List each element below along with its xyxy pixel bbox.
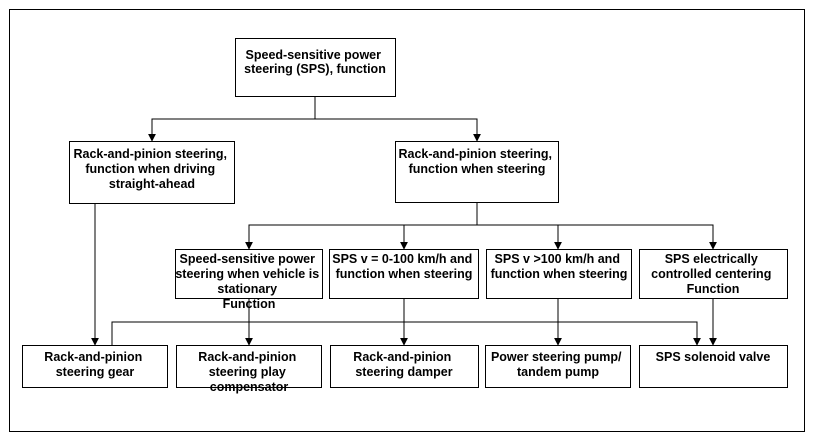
svg-text:Speed-sensitive power st: Speed-sensitive power steering when vehi… bbox=[175, 252, 322, 311]
node-line: steering damper bbox=[355, 365, 452, 379]
node-play-compensator: Rack-and-pinion steering play compensato… bbox=[176, 345, 322, 394]
node-line: SPS electrically bbox=[665, 252, 758, 266]
connectors bbox=[91, 96, 717, 346]
node-high-speed: SPS v >100 km/h and function when steeri… bbox=[486, 249, 632, 299]
node-line: function when driving bbox=[85, 162, 215, 176]
svg-text:SPS electrically control: SPS electrically controlled centering Fu… bbox=[651, 252, 775, 296]
node-line: function when steering bbox=[336, 267, 473, 281]
node-line: steering gear bbox=[56, 365, 135, 379]
node-when-steering: Rack-and-pinion steering, function when … bbox=[395, 141, 559, 203]
node-low-speed: SPS v = 0-100 km/h and function when ste… bbox=[329, 249, 479, 299]
edge-steering-to-stationary bbox=[245, 202, 478, 250]
svg-text:Speed-sensitive power st: Speed-sensitive power steering (SPS), fu… bbox=[244, 48, 386, 76]
node-line: Function bbox=[687, 282, 740, 296]
edge-bus-to-gear bbox=[111, 321, 701, 346]
node-line: Rack-and-pinion steering, bbox=[74, 147, 228, 161]
outer-frame bbox=[9, 9, 805, 432]
node-line: Rack-and-pinion steering, bbox=[399, 147, 553, 161]
node-line: stationary bbox=[217, 282, 277, 296]
node-line: function when steering bbox=[491, 267, 628, 281]
node-line: compensator bbox=[210, 380, 289, 394]
node-line: steering when vehicle is bbox=[175, 267, 319, 281]
node-line: Rack-and-pinion bbox=[353, 350, 451, 364]
edge-steering-to-centering bbox=[477, 224, 717, 250]
node-solenoid-valve: SPS solenoid valve bbox=[639, 345, 788, 388]
node-line: SPS v >100 km/h and bbox=[495, 252, 620, 266]
node-line: function when steering bbox=[409, 162, 546, 176]
node-line: straight-ahead bbox=[109, 177, 195, 191]
node-steering-gear: Rack-and-pinion steering gear bbox=[22, 345, 168, 388]
svg-text:Rack-and-pinion steering,: Rack-and-pinion steering, function when … bbox=[399, 147, 556, 176]
node-line: Function bbox=[223, 297, 276, 311]
node-line: Speed-sensitive power bbox=[246, 48, 382, 62]
node-line: steering play bbox=[209, 365, 286, 379]
node-straight-ahead: Rack-and-pinion steering, function when … bbox=[69, 141, 235, 204]
node-line: Power steering pump/ bbox=[491, 350, 622, 364]
edge-root-to-steering bbox=[315, 118, 481, 142]
edge-root-to-straight bbox=[148, 96, 316, 142]
svg-text:Rack-and-pinion steering: Rack-and-pinion steering damper bbox=[353, 350, 454, 379]
node-line: controlled centering bbox=[651, 267, 771, 281]
node-sps-function: Speed-sensitive power steering (SPS), fu… bbox=[235, 38, 396, 97]
node-line: SPS v = 0-100 km/h and bbox=[332, 252, 472, 266]
svg-text:SPS v >100 km/h and func: SPS v >100 km/h and function when steeri… bbox=[491, 252, 628, 281]
node-line: tandem pump bbox=[517, 365, 599, 379]
node-line: Rack-and-pinion bbox=[44, 350, 142, 364]
svg-text:Power steering pump/ tan: Power steering pump/ tandem pump bbox=[491, 350, 625, 379]
node-pump: Power steering pump/ tandem pump bbox=[485, 345, 631, 388]
node-line: steering (SPS), function bbox=[244, 62, 386, 76]
svg-text:SPS solenoid valve: SPS solenoid valve bbox=[656, 350, 771, 364]
svg-text:Rack-and-pinion steering: Rack-and-pinion steering play compensato… bbox=[198, 350, 299, 394]
node-line: Rack-and-pinion bbox=[198, 350, 296, 364]
svg-text:SPS v = 0-100 km/h and f: SPS v = 0-100 km/h and function when ste… bbox=[332, 252, 475, 281]
svg-text:Rack-and-pinion steering,: Rack-and-pinion steering, function when … bbox=[74, 147, 231, 191]
node-line: Speed-sensitive power bbox=[180, 252, 316, 266]
node-stationary: Speed-sensitive power steering when vehi… bbox=[175, 249, 323, 311]
node-steering-damper: Rack-and-pinion steering damper bbox=[330, 345, 479, 388]
node-centering: SPS electrically controlled centering Fu… bbox=[639, 249, 788, 299]
node-line: SPS solenoid valve bbox=[656, 350, 771, 364]
svg-text:Rack-and-pinion steering: Rack-and-pinion steering gear bbox=[44, 350, 145, 379]
